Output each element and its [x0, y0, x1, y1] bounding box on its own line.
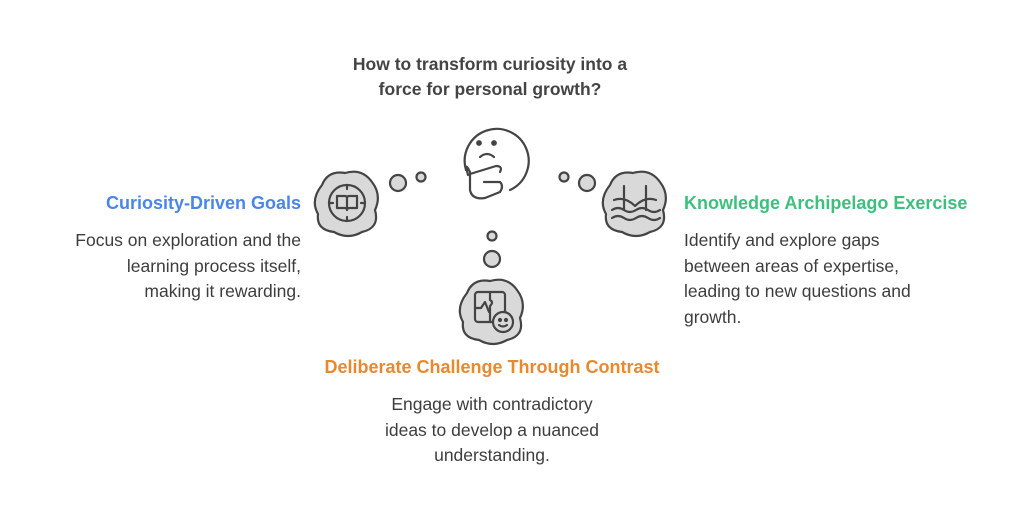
thought-bubbles	[388, 171, 597, 269]
bubble-large	[482, 249, 502, 269]
diagram-title: How to transform curiosity into a force …	[290, 52, 690, 102]
left-body: Focus on exploration and the learning pr…	[75, 228, 301, 305]
left-heading: Curiosity-Driven Goals	[105, 193, 301, 213]
bubble-small	[415, 171, 427, 183]
body-line: between areas of expertise,	[684, 255, 899, 276]
cloud-right	[601, 170, 667, 238]
bubble-small	[558, 171, 570, 183]
body-line: learning process itself,	[126, 255, 301, 276]
bubble-small	[486, 230, 498, 242]
bottom-heading: Deliberate Challenge Through Contrast	[324, 357, 660, 377]
bridge-water-icon	[610, 184, 662, 222]
bubble-large	[577, 173, 597, 193]
body-line: Focus on exploration and the	[75, 230, 301, 250]
body-line: making it rewarding.	[144, 281, 301, 301]
body-line: ideas to develop a nuanced	[384, 419, 600, 440]
right-heading: Knowledge Archipelago Exercise	[684, 193, 968, 213]
right-body: Identify and explore gaps between areas …	[684, 228, 911, 330]
body-line: growth.	[684, 306, 742, 327]
title-line: How to transform curiosity into a	[352, 54, 628, 74]
body-line: Identify and explore gaps	[684, 230, 880, 250]
bubble-large	[388, 173, 408, 193]
body-line: understanding.	[434, 445, 550, 465]
puzzle-face-icon	[473, 290, 515, 334]
body-line: leading to new questions and	[684, 281, 911, 301]
compass-book-icon	[327, 183, 367, 223]
body-line: Engage with contradictory	[391, 394, 593, 414]
title-line: force for personal growth?	[378, 79, 602, 99]
bottom-body: Engage with contradictory ideas to devel…	[292, 392, 692, 469]
thinking-face-icon	[463, 127, 530, 200]
cloud-bottom	[458, 278, 524, 346]
